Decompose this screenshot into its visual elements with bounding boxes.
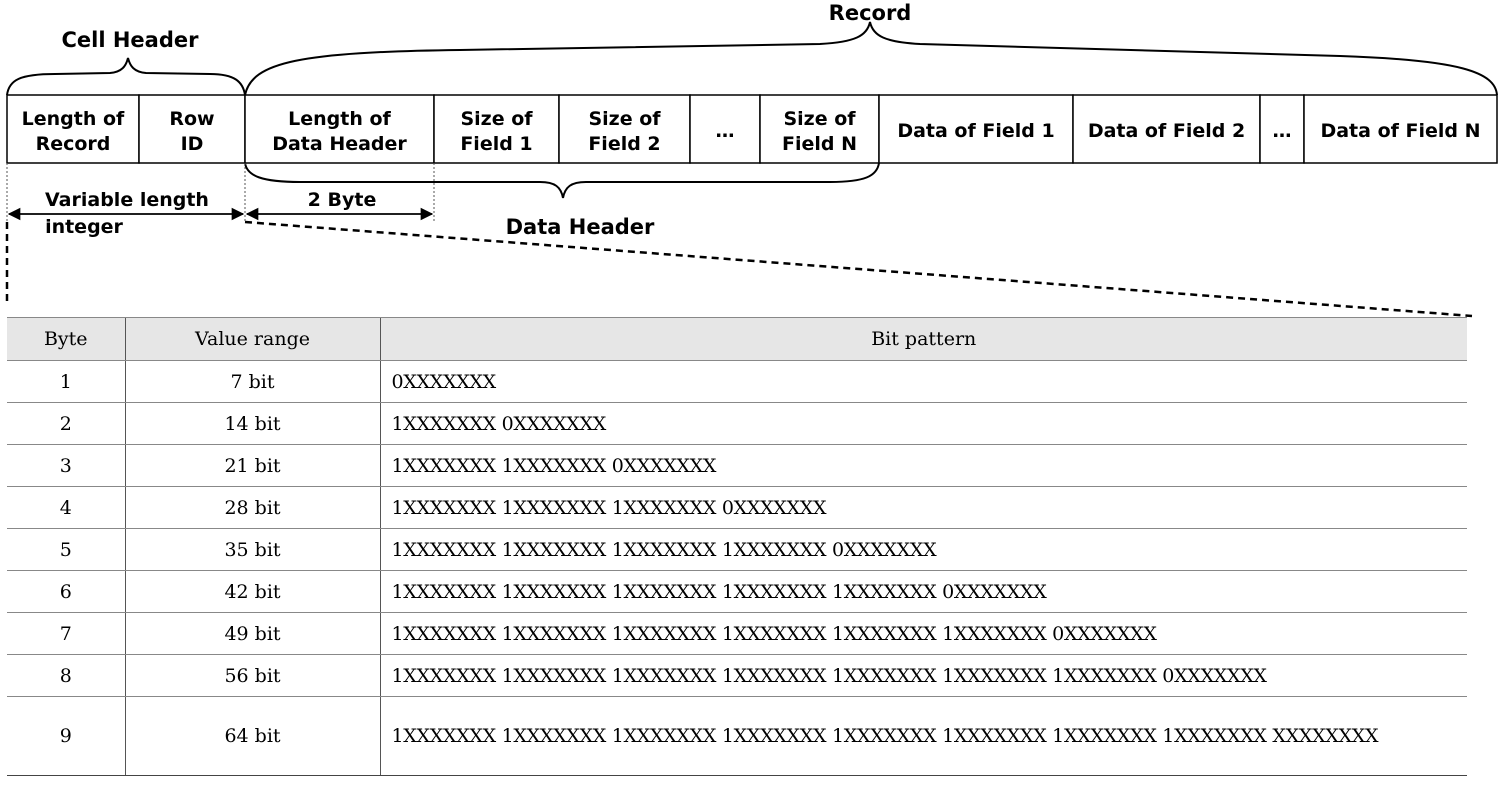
byte-cell: 3 bbox=[7, 444, 125, 487]
bit-pattern-cell: 1XXXXXXX 1XXXXXXX 0XXXXXXX bbox=[379, 444, 1467, 487]
cell-label-row-id: ID bbox=[181, 133, 204, 155]
cell-label-length-of-data-header: Data Header bbox=[272, 133, 407, 155]
cell-label-length-of-record: Length of bbox=[22, 108, 125, 130]
varint-label-line-2: integer bbox=[45, 216, 123, 238]
bit-pattern-cell: 1XXXXXXX 1XXXXXXX 1XXXXXXX 1XXXXXXX 1XXX… bbox=[379, 570, 1467, 613]
record-format-diagram: Record Cell Header Length ofRecordRowIDL… bbox=[5, 1, 1498, 318]
bit-pattern-cell: 1XXXXXXX 1XXXXXXX 1XXXXXXX 1XXXXXXX 1XXX… bbox=[379, 696, 1467, 776]
table-header-row: Byte Value range Bit pattern bbox=[7, 317, 1467, 361]
cell-label-ellipsis-1: … bbox=[716, 120, 735, 142]
cell-ellipsis-1 bbox=[689, 94, 761, 164]
varint-label-line-1: Variable length bbox=[45, 189, 209, 211]
bit-pattern-cell: 1XXXXXXX 1XXXXXXX 1XXXXXXX 1XXXXXXX 1XXX… bbox=[379, 612, 1467, 655]
byte-cell: 5 bbox=[7, 528, 125, 571]
byte-cell: 9 bbox=[7, 696, 125, 776]
two-byte-label: 2 Byte bbox=[308, 189, 377, 211]
value-range-cell: 14 bit bbox=[124, 402, 380, 445]
byte-cell: 7 bbox=[7, 612, 125, 655]
cell-label-data-of-field-1: Data of Field 1 bbox=[897, 120, 1054, 142]
byte-cell: 8 bbox=[7, 654, 125, 697]
cell-label-row-id: Row bbox=[169, 108, 214, 130]
col-header-bit-pattern: Bit pattern bbox=[379, 317, 1467, 361]
cell-row-id bbox=[138, 94, 246, 164]
cell-label-ellipsis-2: … bbox=[1273, 120, 1292, 142]
cell-label-length-of-record: Record bbox=[36, 133, 111, 155]
value-range-cell: 56 bit bbox=[124, 654, 380, 697]
cell-label-size-of-field-1: Field 1 bbox=[460, 133, 532, 155]
value-range-cell: 35 bit bbox=[124, 528, 380, 571]
value-range-cell: 64 bit bbox=[124, 696, 380, 776]
data-header-label: Data Header bbox=[506, 215, 655, 239]
byte-cell: 1 bbox=[7, 360, 125, 403]
cell-label-size-of-field-1: Size of bbox=[460, 108, 533, 130]
cell-header-brace bbox=[6, 57, 246, 96]
bit-pattern-cell: 1XXXXXXX 1XXXXXXX 1XXXXXXX 1XXXXXXX 0XXX… bbox=[379, 528, 1467, 571]
cell-data-of-field-2 bbox=[1072, 94, 1261, 164]
cell-label-size-of-field-n: Field N bbox=[782, 133, 857, 155]
value-range-cell: 21 bit bbox=[124, 444, 380, 487]
byte-cell: 6 bbox=[7, 570, 125, 613]
byte-cell: 4 bbox=[7, 486, 125, 529]
bit-pattern-cell: 1XXXXXXX 0XXXXXXX bbox=[379, 402, 1467, 445]
expansion-line-right bbox=[244, 220, 1473, 318]
value-range-cell: 49 bit bbox=[124, 612, 380, 655]
byte-cell: 2 bbox=[7, 402, 125, 445]
record-label: Record bbox=[829, 1, 912, 25]
cell-label-length-of-data-header: Length of bbox=[288, 108, 391, 130]
cell-label-size-of-field-2: Field 2 bbox=[588, 133, 660, 155]
col-header-value-range: Value range bbox=[124, 317, 380, 361]
cell-header-label: Cell Header bbox=[62, 28, 200, 52]
value-range-cell: 42 bit bbox=[124, 570, 380, 613]
cell-label-size-of-field-2: Size of bbox=[588, 108, 661, 130]
data-header-brace bbox=[244, 162, 880, 199]
value-range-cell: 28 bit bbox=[124, 486, 380, 529]
bit-pattern-cell: 1XXXXXXX 1XXXXXXX 1XXXXXXX 0XXXXXXX bbox=[379, 486, 1467, 529]
col-header-byte: Byte bbox=[7, 317, 125, 361]
cell-label-size-of-field-n: Size of bbox=[783, 108, 856, 130]
cell-label-data-of-field-n: Data of Field N bbox=[1320, 120, 1480, 142]
cell-ellipsis-2 bbox=[1259, 94, 1305, 164]
cell-length-of-data-header bbox=[244, 94, 435, 164]
cell-data-of-field-n bbox=[1303, 94, 1498, 164]
bit-pattern-cell: 1XXXXXXX 1XXXXXXX 1XXXXXXX 1XXXXXXX 1XXX… bbox=[379, 654, 1467, 697]
bit-pattern-cell: 0XXXXXXX bbox=[379, 360, 1467, 403]
cell-label-data-of-field-2: Data of Field 2 bbox=[1088, 120, 1245, 142]
record-brace bbox=[244, 21, 1498, 96]
value-range-cell: 7 bit bbox=[124, 360, 380, 403]
